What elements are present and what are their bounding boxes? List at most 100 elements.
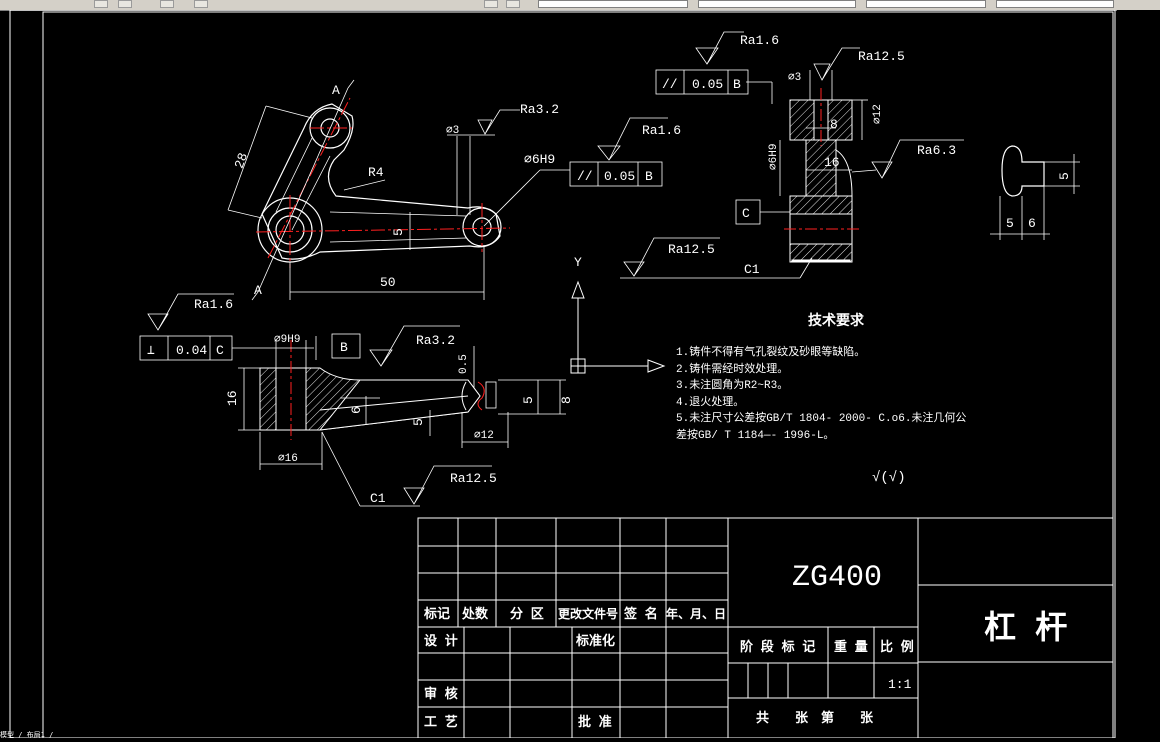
ra-12-5: Ra12.5 [450,471,497,486]
ucs-y-label: Y [574,255,582,270]
layout-tabs[interactable]: 模型 / 布局1 / [0,731,54,739]
tool-button[interactable] [94,0,108,8]
dia-6h9: ⌀6H9 [768,144,780,170]
bottom-centerlines [290,340,485,440]
dim-5-a: 5 [411,418,426,426]
header-count: 处数 [461,606,489,622]
dim-0-5: 0.5 [458,354,470,374]
dim-8: 8 [559,396,574,404]
dia-3: ⌀3 [446,125,459,137]
tol-symbol: // [577,169,593,184]
tol-perp: ⊥ [147,343,155,358]
tech-line: 4.退火处理。 [676,395,744,409]
linetype-select[interactable] [866,0,986,8]
tech-line: 1.铸件不得有气孔裂纹及砂眼等缺陷。 [676,344,865,359]
title-block [417,517,1114,739]
tech-line: 2.铸件需经时效处理。 [676,361,788,376]
dim-r4: R4 [368,165,384,180]
dim-5-b: 5 [521,396,536,404]
chamfer-c1: C1 [744,262,760,277]
dim-5: 5 [391,228,406,236]
header-zone: 分 区 [510,606,544,622]
hole-6h9: ⌀6H9 [524,152,555,167]
process-label: 工 艺 [424,714,458,730]
header-change-doc: 更改文件号 [558,606,618,622]
weight-label: 重 量 [834,639,868,655]
section-dims [620,31,964,279]
section-view [789,99,853,263]
side-detail-text: 5 5 6 [1006,172,1072,231]
main-view-text: A A 28 R4 5 50 ⌀3 Ra3.2 ⌀6H9 Ra1.6 // 0.… [232,83,681,298]
scale-label: 比 例 [880,639,914,655]
viewport-gutter [1117,10,1160,738]
side-detail [990,145,1080,240]
hole-9h9: ⌀9H9 [274,334,300,346]
dim-16: 16 [824,155,840,170]
ra-3-2: Ra3.2 [520,102,559,117]
scale-value: 1:1 [888,677,912,692]
tol-datum: B [645,169,653,184]
section-text: Ra1.6 // 0.05 B ⌀3 Ra12.5 8 ⌀12 ⌀6H9 16 … [662,33,956,277]
chamfer-c1: C1 [370,491,386,506]
tool-button[interactable] [484,0,498,8]
dim-5: 5 [1006,216,1014,231]
dim-6: 6 [349,406,364,414]
dim-5-vertical: 5 [1057,172,1072,180]
tool-button[interactable] [160,0,174,8]
tool-button[interactable] [194,0,208,8]
tol-datum: C [216,343,224,358]
ra-1-6: Ra1.6 [194,297,233,312]
dia-3: ⌀3 [788,72,801,84]
main-view-dims [227,79,668,301]
dia-12: ⌀12 [872,104,884,124]
drawing-canvas[interactable]: A A 28 R4 5 50 ⌀3 Ra3.2 ⌀6H9 Ra1.6 // 0.… [0,9,1160,739]
lineweight-select[interactable] [996,0,1114,8]
section-label: A [254,283,262,298]
tech-line: 差按GB/ T 1184—- 1996-L。 [676,427,834,442]
tool-button[interactable] [118,0,132,8]
ucs-icon [570,280,666,374]
tol-value: 0.05 [692,77,723,92]
header-date: 年、月、日 [666,606,726,622]
ra-1-6-top: Ra1.6 [740,33,779,48]
bottom-view [259,367,497,431]
layer-select[interactable] [538,0,688,8]
bottom-dims [139,293,566,507]
dim-6: 6 [1028,216,1036,231]
lever-main-view [257,103,502,263]
tech-line: 5.未注尺寸公差按GB/T 1804- 2000- C.o6.未注几何公 [676,410,966,425]
drawing-svg[interactable]: A A 28 R4 5 50 ⌀3 Ra3.2 ⌀6H9 Ra1.6 // 0.… [0,9,1160,739]
header-sign: 签 名 [623,606,658,622]
ra-12-5: Ra12.5 [668,242,715,257]
standardize-label: 标准化 [575,633,615,649]
dim-16: 16 [225,390,240,406]
color-select[interactable] [698,0,856,8]
sheet-count: 共 张 第 张 [756,710,874,726]
roughness-note: √(√) [872,470,906,486]
review-label: 审 核 [424,686,458,702]
datum-b: B [340,340,348,355]
tol-datum: B [733,77,741,92]
tol-symbol: // [662,77,678,92]
ra-3-2: Ra3.2 [416,333,455,348]
title-block-text: ZG400 杠 杆 标记 处数 分 区 更改文件号 签 名 年、月、日 设 计 … [423,561,1067,730]
ra-1-6: Ra1.6 [642,123,681,138]
lever-centerlines [255,97,511,268]
approve-label: 批 准 [578,714,612,730]
tol-value: 0.05 [604,169,635,184]
sheet-border [9,9,1116,739]
tech-requirements: 技术要求 1.铸件不得有气孔裂纹及砂眼等缺陷。 2.铸件需经时效处理。 3.未注… [676,312,966,486]
dia-16: ⌀16 [278,453,298,465]
bottom-text: Ra1.6 ⊥ 0.04 C ⌀9H9 B Ra3.2 16 0.5 6 5 5… [147,297,574,506]
tech-title: 技术要求 [808,312,865,330]
header-mark: 标记 [423,606,450,622]
material-label: ZG400 [792,561,882,595]
tool-button[interactable] [506,0,520,8]
datum-c: C [742,206,750,221]
stage-mark-label: 阶 段 标 记 [740,639,815,655]
section-label: A [332,83,340,98]
section-centerlines [784,88,860,230]
tech-line: 3.未注圆角为R2~R3。 [676,377,788,392]
dim-8: 8 [830,117,838,132]
dim-28: 28 [232,151,251,171]
